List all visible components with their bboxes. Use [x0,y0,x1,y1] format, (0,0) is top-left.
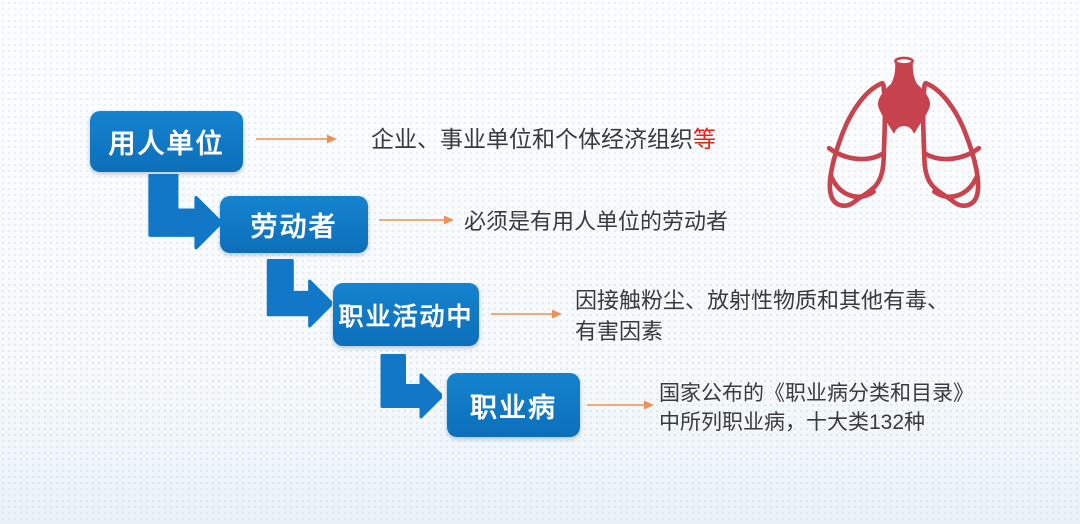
desc-text: 企业、事业单位和个体经济组织 [371,126,693,152]
flow-desc-occupational-disease: 国家公布的《职业病分类和目录》 中所列职业病，十大类132种 [659,379,979,437]
elbow-arrow-icon [266,259,332,328]
desc-text: 有害因素 [575,319,664,344]
flow-box-label: 职业病 [470,392,557,423]
desc-text: 因接触粉尘、放射性物质和其他有毒、 [575,288,950,313]
elbow-arrow-icon [148,174,221,250]
flow-box-label: 用人单位 [108,129,225,159]
flow-box-label: 劳动者 [250,212,338,242]
flow-box-worker: 劳动者 [220,196,368,253]
connector-arrow-icon [491,309,562,319]
flow-box-employer: 用人单位 [90,111,243,172]
desc-text: 中所列职业病，十大类132种 [659,411,926,434]
flow-desc-occupational-activity: 因接触粉尘、放射性物质和其他有毒、 有害因素 [575,285,985,347]
connector-arrow-icon [587,400,654,410]
elbow-arrow-icon [380,354,442,419]
lungs-icon [826,56,990,210]
desc-text: 国家公布的《职业病分类和目录》 [659,382,974,405]
desc-text: 必须是有用人单位的劳动者 [464,209,729,234]
flow-desc-worker: 必须是有用人单位的劳动者 [464,207,728,236]
flow-box-label: 职业活动中 [338,302,474,331]
connector-arrow-icon [379,215,454,225]
flow-box-occupational-activity: 职业活动中 [333,283,479,346]
flow-desc-employer: 企业、事业单位和个体经济组织等 [371,124,716,154]
connector-arrow-icon [256,134,337,144]
desc-highlight: 等 [693,126,716,152]
flow-box-occupational-disease: 职业病 [447,373,580,437]
